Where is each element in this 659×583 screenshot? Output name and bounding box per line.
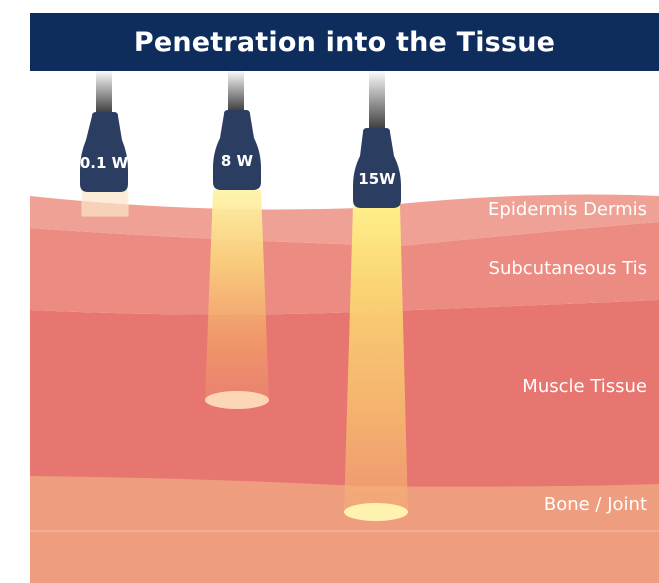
probe-2-focus-spot [205,391,269,409]
probe-3-label: 15W [347,170,407,188]
diagram-title: Penetration into the Tissue [30,13,659,71]
layer-label-epidermis-dermis: Epidermis Dermis [488,199,647,220]
probe-2-head [213,110,261,190]
layer-label-subcutaneous: Subcutaneous Tis [489,258,647,279]
layer-label-bone-joint: Bone / Joint [544,494,647,515]
probe-1-beam [82,190,128,216]
probe-3-focus-spot [344,503,408,521]
probe-2-beam [205,190,269,400]
probe-3-head [353,128,401,208]
probe-3-cable [369,70,385,130]
probe-2-cable [228,70,244,112]
layer-label-muscle-tissue: Muscle Tissue [522,376,647,397]
bone-joint-layer [30,470,659,583]
probe-1-cable [96,70,112,114]
probe-1-label: 0.1 W [74,154,134,172]
probe-3-beam [344,206,408,512]
probe-2-label: 8 W [207,152,267,170]
probe-1-head [80,112,128,192]
